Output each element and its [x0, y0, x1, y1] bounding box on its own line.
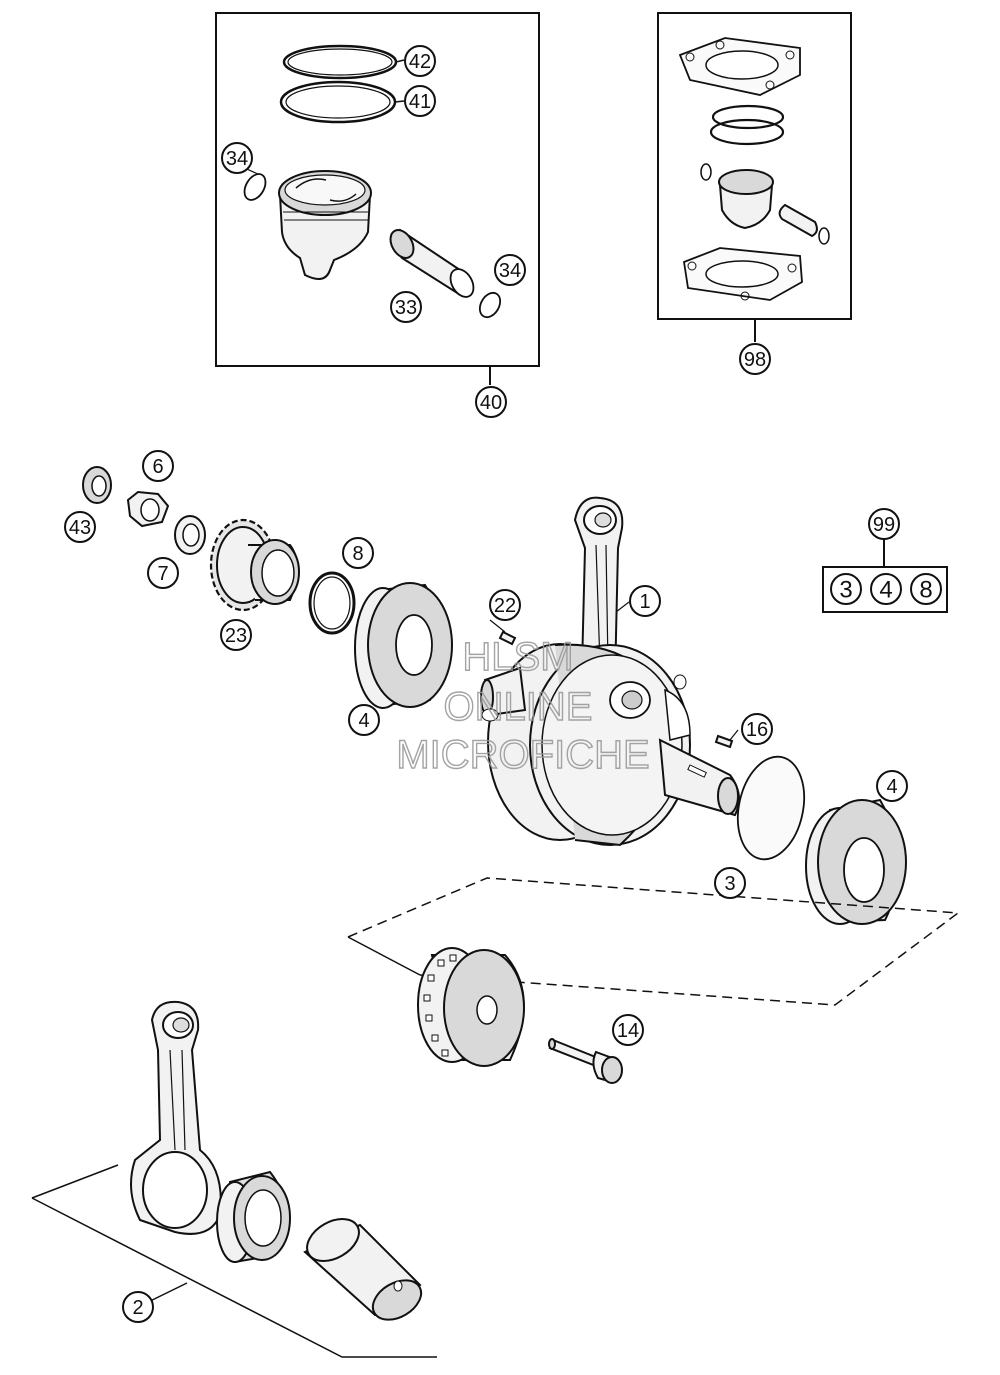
- watermark-line-3: MICROFICHE: [396, 733, 649, 777]
- callout-label: 23: [225, 625, 247, 647]
- callout-7: 7: [147, 557, 179, 589]
- callout-label: 42: [409, 51, 431, 73]
- leader-lines: [489, 601, 739, 741]
- conrod: [130, 1000, 222, 1235]
- kit-item-4: 4: [870, 573, 902, 605]
- piston-kit-box: [215, 12, 540, 385]
- assembly-plane-rotor: [347, 877, 961, 1006]
- assembly-plane-conrod: [31, 1164, 119, 1199]
- rotor-bolt-14: [548, 1038, 623, 1084]
- piston: [278, 170, 372, 280]
- head-gasket: [678, 37, 801, 96]
- kit-ring-1: [711, 104, 785, 130]
- callout-1: 1: [629, 585, 661, 617]
- kit-item-8: 8: [910, 573, 942, 605]
- callout-3: 3: [714, 867, 746, 899]
- callout-8: 8: [342, 537, 374, 569]
- washer-7: [174, 515, 206, 555]
- callout-label: 7: [157, 563, 168, 585]
- callout-label: 98: [744, 349, 766, 371]
- callout-label: 6: [152, 456, 163, 478]
- callout-label: 34: [226, 148, 248, 170]
- callout-4a: 4: [348, 704, 380, 736]
- kit-clip-2: [818, 227, 830, 245]
- main-bearing-left: [354, 582, 453, 709]
- callout-label: 4: [358, 710, 369, 732]
- callout-16: 16: [741, 713, 773, 745]
- circlip-8: [308, 571, 356, 635]
- callout-42: 42: [404, 45, 436, 77]
- main-bearing-right: [805, 798, 907, 925]
- callout-label: 8: [352, 543, 363, 565]
- piston-ring-41: [279, 80, 405, 124]
- watermark-line-2: ONLINE: [444, 685, 593, 729]
- kit-ring-2: [709, 118, 785, 146]
- callout-label: 3: [724, 873, 735, 895]
- crankshaft: [480, 496, 740, 847]
- gear-23: [209, 518, 300, 612]
- callout-98: 98: [739, 343, 771, 375]
- callout-4b: 4: [876, 770, 908, 802]
- callout-label: 1: [639, 591, 650, 613]
- kit-item-3: 3: [830, 573, 862, 605]
- callout-34b: 34: [494, 254, 526, 286]
- base-gasket: [683, 247, 803, 301]
- callout-2: 2: [122, 1291, 154, 1323]
- callout-22: 22: [489, 589, 521, 621]
- callout-label: 2: [132, 1297, 143, 1319]
- kit-item-label: 4: [879, 577, 892, 604]
- callout-label: 99: [873, 514, 895, 536]
- callout-label: 40: [480, 392, 502, 414]
- crank-pin: [303, 1218, 423, 1321]
- callout-label: 34: [499, 260, 521, 282]
- nut-6: [126, 490, 170, 528]
- kit-99-box: [822, 538, 948, 613]
- watermark: HLSM ONLINE MICROFICHE: [396, 634, 651, 777]
- piston-ring-42: [282, 44, 405, 80]
- kit-item-label: 3: [839, 577, 852, 604]
- piston-pin: [389, 228, 475, 298]
- callout-40: 40: [475, 386, 507, 418]
- shim-3: [736, 755, 806, 861]
- rotor: [417, 947, 525, 1067]
- callout-41: 41: [404, 85, 436, 117]
- kit-pin: [778, 203, 818, 238]
- kit-item-label: 8: [919, 577, 932, 604]
- callout-6: 6: [142, 450, 174, 482]
- watermark-line-1: HLSM: [462, 635, 573, 679]
- gasket-kit-box: [657, 12, 852, 342]
- callout-label: 14: [617, 1020, 639, 1042]
- callout-33: 33: [390, 291, 422, 323]
- callout-99: 99: [868, 508, 900, 540]
- callout-label: 22: [494, 595, 516, 617]
- kit-clip-1: [700, 163, 712, 181]
- callout-34a: 34: [221, 142, 253, 174]
- woodruff-key-22: [498, 630, 517, 646]
- kit-piston: [718, 169, 774, 230]
- callout-label: 41: [409, 91, 431, 113]
- callout-14: 14: [612, 1014, 644, 1046]
- callout-label: 4: [886, 776, 897, 798]
- circlip-left: [243, 173, 267, 201]
- circlip-right: [478, 291, 502, 319]
- callout-43: 43: [64, 511, 96, 543]
- oil-seal-43: [82, 466, 112, 504]
- woodruff-key-16: [714, 734, 734, 749]
- needle-bearing: [216, 1170, 291, 1264]
- callout-label: 43: [69, 517, 91, 539]
- conrod-kit: [31, 1000, 437, 1358]
- callout-label: 16: [746, 719, 768, 741]
- callout-label: 33: [395, 297, 417, 319]
- callout-23: 23: [220, 619, 252, 651]
